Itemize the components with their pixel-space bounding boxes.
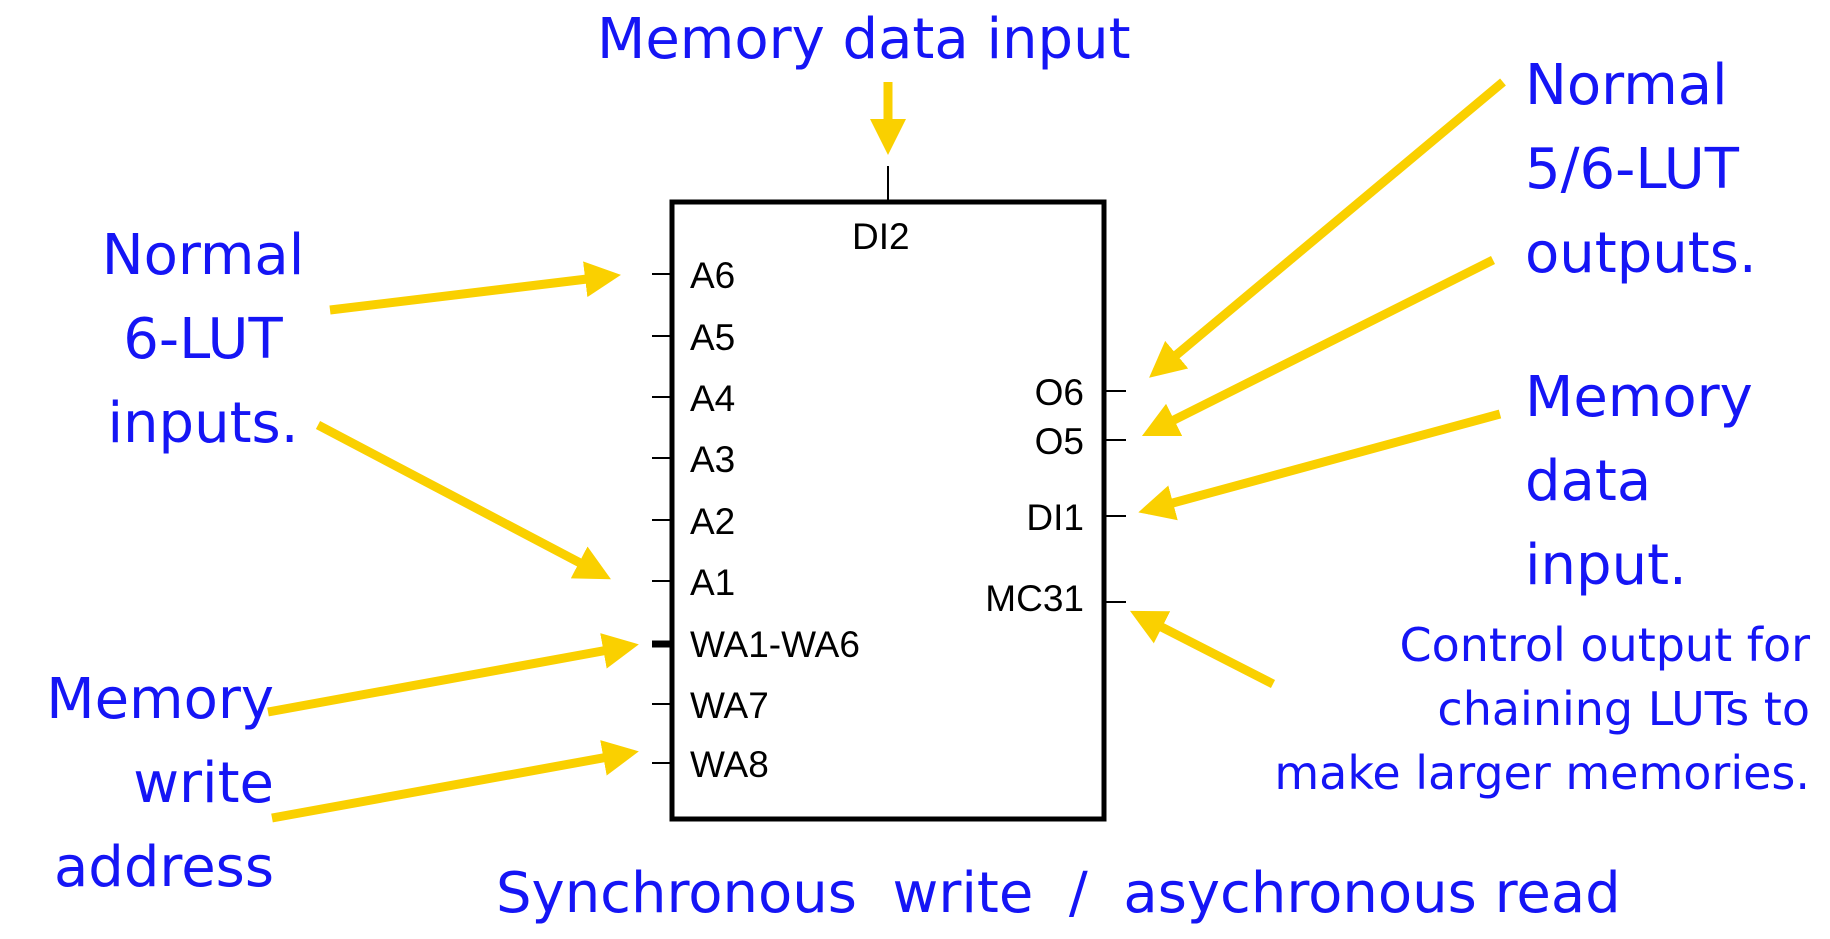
annotation-line: inputs. [107,391,299,456]
annotation-line: Memory [1525,365,1753,430]
pin-label-a3: A3 [690,439,736,480]
annotation-line: write [133,751,274,816]
pin-label-a5: A5 [690,317,736,358]
annotation-normal-6lut-inputs: Normal 6-LUT inputs. [68,228,338,480]
annotation-memory-write-address: Memory write address [14,672,274,924]
pin-label-o5: O5 [1034,421,1084,462]
annotation-line: address [53,835,274,900]
annotation-bottom-caption: Synchronous write / asychronous read [496,861,1621,926]
annotation-control-output: Control output for chaining LUTs to make… [1274,622,1810,814]
annotation-line: Normal [1525,53,1728,118]
arrow-output-o5 [1141,255,1496,437]
arrow-output-o6 [1149,78,1506,378]
pin-label-di1: DI1 [1026,497,1084,538]
annotation-memory-data-input-right: Memory data input. [1525,370,1753,622]
arrow-6lut-input-a6 [329,261,621,315]
pin-label-a4: A4 [690,378,736,419]
annotation-line: make larger memories. [1274,746,1810,800]
annotation-memory-data-input-top: Memory data input [597,7,1131,72]
arrow-write-address-wa8 [271,740,639,823]
annotation-normal-56lut-outputs: Normal 5/6-LUT outputs. [1525,58,1757,310]
annotation-line: Memory [46,667,274,732]
annotation-line: Normal [101,223,305,288]
annotation-line: 6-LUT [123,307,283,372]
arrow-control-output-mc31 [1129,610,1276,689]
pin-label-mc31: MC31 [985,578,1084,619]
pin-label-a2: A2 [690,501,736,542]
right-pin-stubs [1104,390,1126,603]
pin-label-di2: DI2 [852,216,910,257]
arrow-write-address-wa1-wa6 [267,633,639,717]
left-pin-stubs [652,273,672,764]
arrow-6lut-input-a1 [315,421,611,580]
annotation-line: chaining LUTs to [1437,682,1810,736]
pin-label-wa7: WA7 [690,685,769,726]
annotation-line: input. [1525,533,1687,598]
annotation-line: Control output for [1399,618,1811,672]
annotation-line: outputs. [1525,221,1757,286]
pin-label-a6: A6 [690,255,736,296]
annotation-line: 5/6-LUT [1525,137,1739,202]
pin-label-wa1-wa6: WA1-WA6 [690,624,860,665]
pin-label-a1: A1 [690,562,736,603]
annotation-line: data [1525,449,1652,514]
pin-label-wa8: WA8 [690,744,769,785]
pin-label-o6: O6 [1034,372,1084,413]
arrow-memory-data-input-di1 [1138,409,1502,521]
